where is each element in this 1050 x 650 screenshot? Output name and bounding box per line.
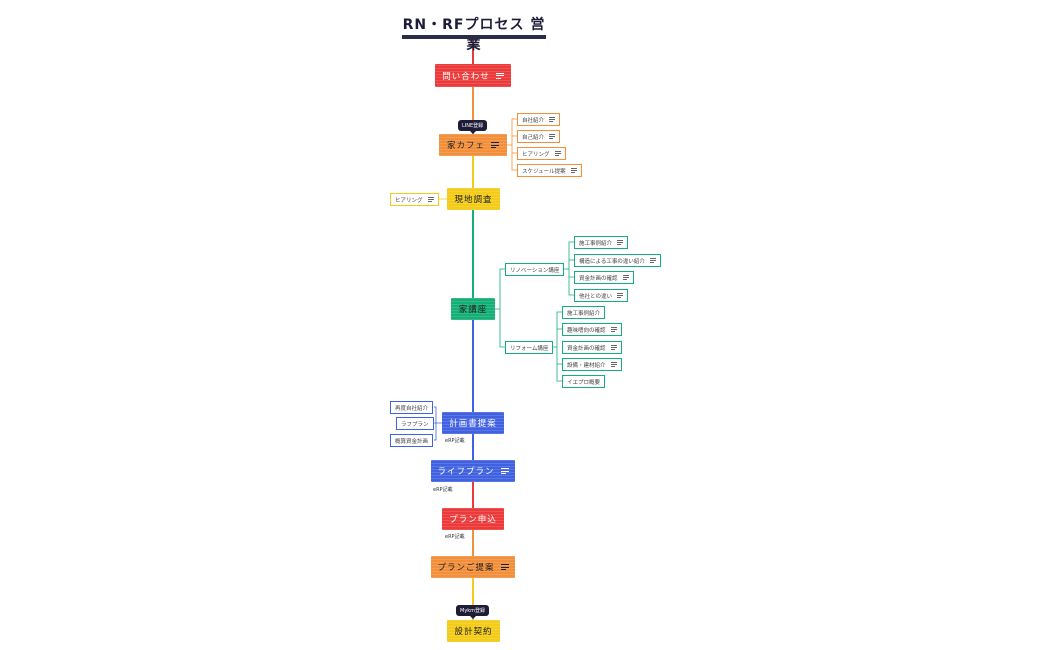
node-planapply[interactable]: プラン申込 — [442, 508, 504, 530]
node-contract[interactable]: 設計契約 — [447, 620, 500, 642]
notes-icon[interactable] — [649, 258, 656, 263]
planbook-child-rough-plan[interactable]: ラフプラン — [396, 417, 434, 430]
node-inquiry[interactable]: 問い合わせ — [435, 64, 511, 87]
node-planapply-label: プラン申込 — [449, 515, 497, 525]
notes-icon[interactable] — [500, 468, 509, 474]
note-planbook: eRP記載 — [445, 438, 465, 444]
node-survey[interactable]: 現地調査 — [447, 188, 500, 210]
title-underline — [402, 35, 546, 38]
notes-icon[interactable] — [427, 197, 434, 202]
renovation-child-funding[interactable]: 資金計画の確認 — [574, 271, 634, 284]
reform-child-funding[interactable]: 資金計画の確認 — [562, 341, 622, 354]
cafe-child-hearing[interactable]: ヒアリング — [517, 147, 566, 160]
notes-icon[interactable] — [549, 117, 556, 122]
node-lifeplan-label: ライフプラン — [437, 467, 495, 477]
planbook-child-reintro[interactable]: 再度自社紹介 — [390, 401, 434, 414]
renovation-connector — [564, 241, 574, 296]
reform-connector — [553, 311, 562, 382]
notes-icon[interactable] — [495, 72, 504, 79]
node-lifeplan[interactable]: ライフプラン — [431, 460, 515, 482]
node-planbook-label: 計画書提案 — [449, 419, 497, 429]
notes-icon[interactable] — [491, 142, 499, 148]
cafe-connector — [507, 118, 517, 171]
note-lifeplan: eRP記載 — [433, 487, 453, 493]
reform-child-case-intro[interactable]: 施工事例紹介 — [562, 306, 606, 319]
cafe-child-self-intro[interactable]: 自己紹介 — [517, 130, 561, 143]
lecture-branch-renovation[interactable]: リノベーション講座 — [505, 263, 565, 276]
badge-mykm-register: Mykm登録 — [456, 605, 490, 619]
notes-icon[interactable] — [554, 151, 561, 156]
node-planproposal-label: プランご提案 — [437, 563, 495, 573]
node-lecture[interactable]: 家講座 — [451, 298, 495, 320]
lecture-branch-reform[interactable]: リフォーム講座 — [505, 341, 554, 354]
notes-icon[interactable] — [622, 275, 629, 280]
notes-icon[interactable] — [610, 345, 617, 350]
reform-child-taste[interactable]: 趣味嗜向の確認 — [562, 323, 622, 336]
cafe-child-schedule[interactable]: スケジュール提案 — [517, 164, 582, 177]
notes-icon[interactable] — [610, 327, 617, 332]
node-contract-label: 設計契約 — [454, 627, 493, 637]
page-title: RN・RFプロセス 営業 — [402, 17, 546, 53]
node-planbook[interactable]: 計画書提案 — [442, 412, 504, 434]
notes-icon[interactable] — [617, 240, 624, 245]
renovation-child-case-intro[interactable]: 施工事例紹介 — [574, 236, 629, 249]
planbook-child-estimate[interactable]: 概算資金計画 — [390, 434, 434, 447]
node-lecture-label: 家講座 — [458, 305, 488, 315]
notes-icon[interactable] — [549, 134, 556, 139]
node-cafe[interactable]: 家カフェ — [439, 134, 507, 156]
node-inquiry-label: 問い合わせ — [442, 71, 490, 82]
node-cafe-label: 家カフェ — [446, 141, 485, 151]
note-planapply: eRP記載 — [445, 534, 465, 540]
notes-icon[interactable] — [610, 362, 617, 367]
cafe-child-company-intro[interactable]: 自社紹介 — [517, 113, 561, 126]
node-survey-label: 現地調査 — [454, 195, 493, 205]
node-planproposal[interactable]: プランご提案 — [431, 556, 515, 578]
notes-icon[interactable] — [500, 564, 509, 570]
renovation-child-difference[interactable]: 他社との違い — [574, 289, 628, 302]
badge-line-register: LINE登録 — [458, 120, 488, 134]
notes-icon[interactable] — [570, 168, 577, 173]
notes-icon[interactable] — [616, 293, 623, 298]
reform-child-equipment[interactable]: 設備・建材紹介 — [562, 358, 622, 371]
renovation-child-structure[interactable]: 構造による工事の違い紹介 — [574, 254, 661, 267]
survey-child-hearing[interactable]: ヒアリング — [390, 193, 439, 206]
lecture-connector — [495, 268, 505, 348]
reform-child-ieplo[interactable]: イエプロ概要 — [562, 375, 605, 388]
